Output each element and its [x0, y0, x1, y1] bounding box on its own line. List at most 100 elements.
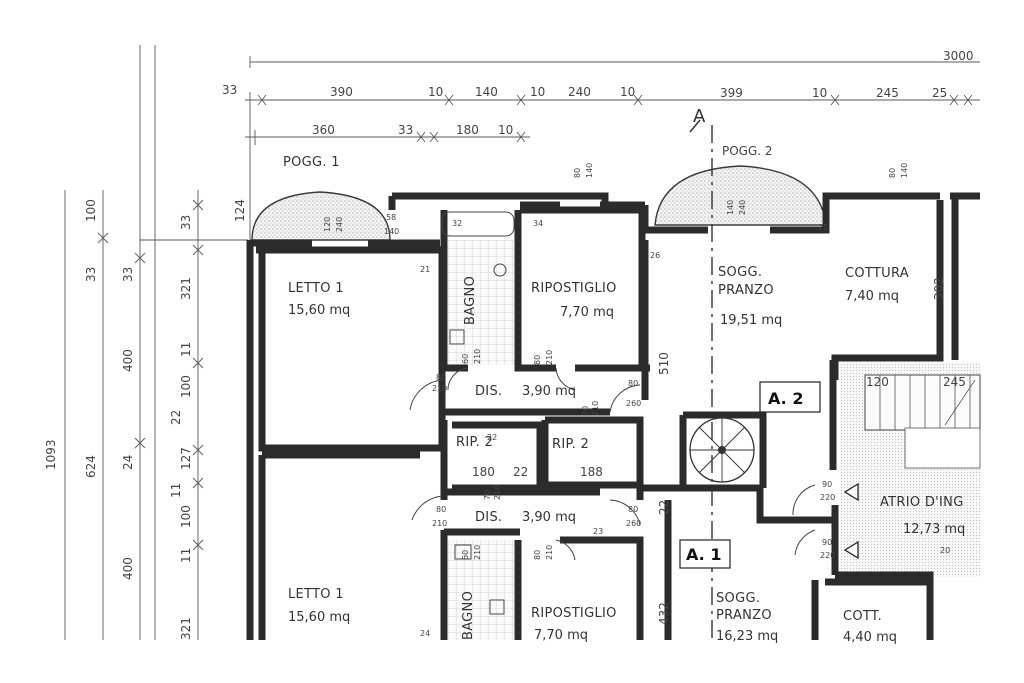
bath-fixtures: [441, 211, 515, 615]
dim-row1-label: 10: [620, 85, 635, 99]
annotation: 21: [420, 265, 430, 274]
dim-left-col-label: 11: [179, 342, 193, 357]
dim-left-inner: 24: [121, 455, 135, 470]
section-marker: A: [693, 106, 706, 127]
room-area: 15,60 mq: [288, 610, 350, 625]
staircase: [864, 374, 981, 431]
room-name: LETTO 1: [288, 587, 344, 602]
dim-interior: 22: [513, 465, 528, 479]
opening-label: 120: [323, 217, 332, 232]
opening-label: 210: [591, 401, 600, 416]
dim-row2-label: 10: [498, 123, 513, 137]
dim-left-outer: 1093: [44, 439, 58, 470]
annotation-numbers: 21 25 26 34 32 23 20 24 22: [420, 219, 950, 638]
dim-row2-label: 360: [312, 123, 335, 137]
room-area: 19,51 mq: [720, 313, 782, 328]
opening-labels: 120 240 58 140 80 140 140 240 80 140 80 …: [323, 163, 909, 560]
opening-label: 140: [900, 163, 909, 178]
door-swings: [409, 367, 816, 561]
room-name: RIP. 2: [456, 435, 493, 450]
opening-label: 210: [493, 485, 502, 500]
opening-label: 260: [626, 399, 641, 408]
dim-interior: 245: [943, 375, 966, 389]
opening-label: 210: [545, 545, 554, 560]
dim-row2-label: 180: [456, 123, 479, 137]
opening-label: 80: [533, 355, 542, 365]
opening-label: 80: [573, 168, 582, 178]
bagno-top-floor: [448, 240, 516, 365]
balcony-pogg1-label: POGG. 1: [283, 155, 340, 170]
dim-interior: 510: [657, 352, 671, 375]
dim-row1-label: 390: [330, 85, 353, 99]
dim-row1-label: 245: [876, 86, 899, 100]
dim-interior: 302: [932, 277, 946, 300]
opening-label: 260: [626, 519, 641, 528]
dim-row1-label: 25: [932, 86, 947, 100]
top-dimension-lines: [245, 56, 980, 240]
dim-row1-label: 10: [812, 86, 827, 100]
opening-label: 80: [628, 379, 638, 388]
opening-label: 140: [726, 200, 735, 215]
dim-left-col: 33 321 11 100 22 127 11 100 11 321: [169, 215, 193, 640]
room-area: 16,23 mq: [716, 629, 778, 644]
dim-left-col-label: 321: [179, 277, 193, 300]
room-name: COTTURA: [845, 266, 909, 281]
room-area: 7,40 mq: [845, 289, 899, 304]
dim-interior: 432: [657, 602, 671, 625]
room-name: SOGG.: [716, 591, 760, 606]
dim-left-col-label: 22: [169, 410, 183, 425]
opening-label: 80: [628, 505, 638, 514]
dim-left-inner: 400: [121, 349, 135, 372]
room-name: COTT.: [843, 609, 882, 624]
dim-left-col-label: 100: [179, 505, 193, 528]
opening-label: 140: [384, 227, 399, 236]
opening-label: 90: [822, 538, 832, 547]
apartment-tag-box: [679, 539, 731, 569]
dim-row1-label: 399: [720, 86, 743, 100]
opening-label: 220: [820, 551, 835, 560]
annotation: 24: [420, 629, 430, 638]
opening-label: 210: [432, 384, 447, 393]
dim-interior: 180: [472, 465, 495, 479]
dim-row1-label: 10: [428, 85, 443, 99]
dim-interior: 188: [580, 465, 603, 479]
opening-label: 210: [473, 545, 482, 560]
dim-left-mid: 400: [121, 557, 135, 580]
dim-interior: 22: [657, 500, 671, 515]
room-name: RIPOSTIGLIO: [531, 606, 617, 621]
balcony-pogg2: [654, 165, 827, 226]
balcony-pogg1: [251, 191, 391, 241]
opening-label: 70: [483, 490, 492, 500]
dim-row1-label: 140: [475, 85, 498, 99]
room-name: LETTO 1: [288, 281, 344, 296]
dim-row1-label: 10: [530, 85, 545, 99]
balcony-pogg2-label: POGG. 2: [722, 144, 773, 158]
room-name: DIS.: [475, 510, 502, 525]
dim-left-inner: 100: [84, 199, 98, 222]
room-name: RIPOSTIGLIO: [531, 281, 617, 296]
room-name: PRANZO: [716, 608, 772, 623]
opening-label: 210: [473, 349, 482, 364]
opening-label: 70: [581, 406, 590, 416]
opening-label: 58: [386, 213, 396, 222]
opening-label: 90: [822, 480, 832, 489]
room-name: ATRIO D'ING: [880, 495, 964, 510]
room-name: SOGG.: [718, 265, 762, 280]
dim-left-col-label: 100: [179, 375, 193, 398]
dim-total-top: 3000: [943, 49, 974, 63]
room-area: 15,60 mq: [288, 303, 350, 318]
dim-left-col-label: 127: [179, 447, 193, 470]
opening-label: 80: [888, 168, 897, 178]
room-name: BAGNO: [461, 591, 476, 640]
room-area: 12,73 mq: [903, 522, 965, 537]
annotation: 32: [452, 219, 462, 228]
left-dimension-lines: [64, 45, 248, 640]
opening-label: 80: [533, 550, 542, 560]
walls: [246, 192, 980, 640]
room-area: 3,90 mq: [522, 384, 576, 399]
opening-label: 210: [432, 519, 447, 528]
dim-left-inner: 33: [84, 267, 98, 282]
dim-left-mid: 624: [84, 455, 98, 478]
room-name: DIS.: [475, 384, 502, 399]
